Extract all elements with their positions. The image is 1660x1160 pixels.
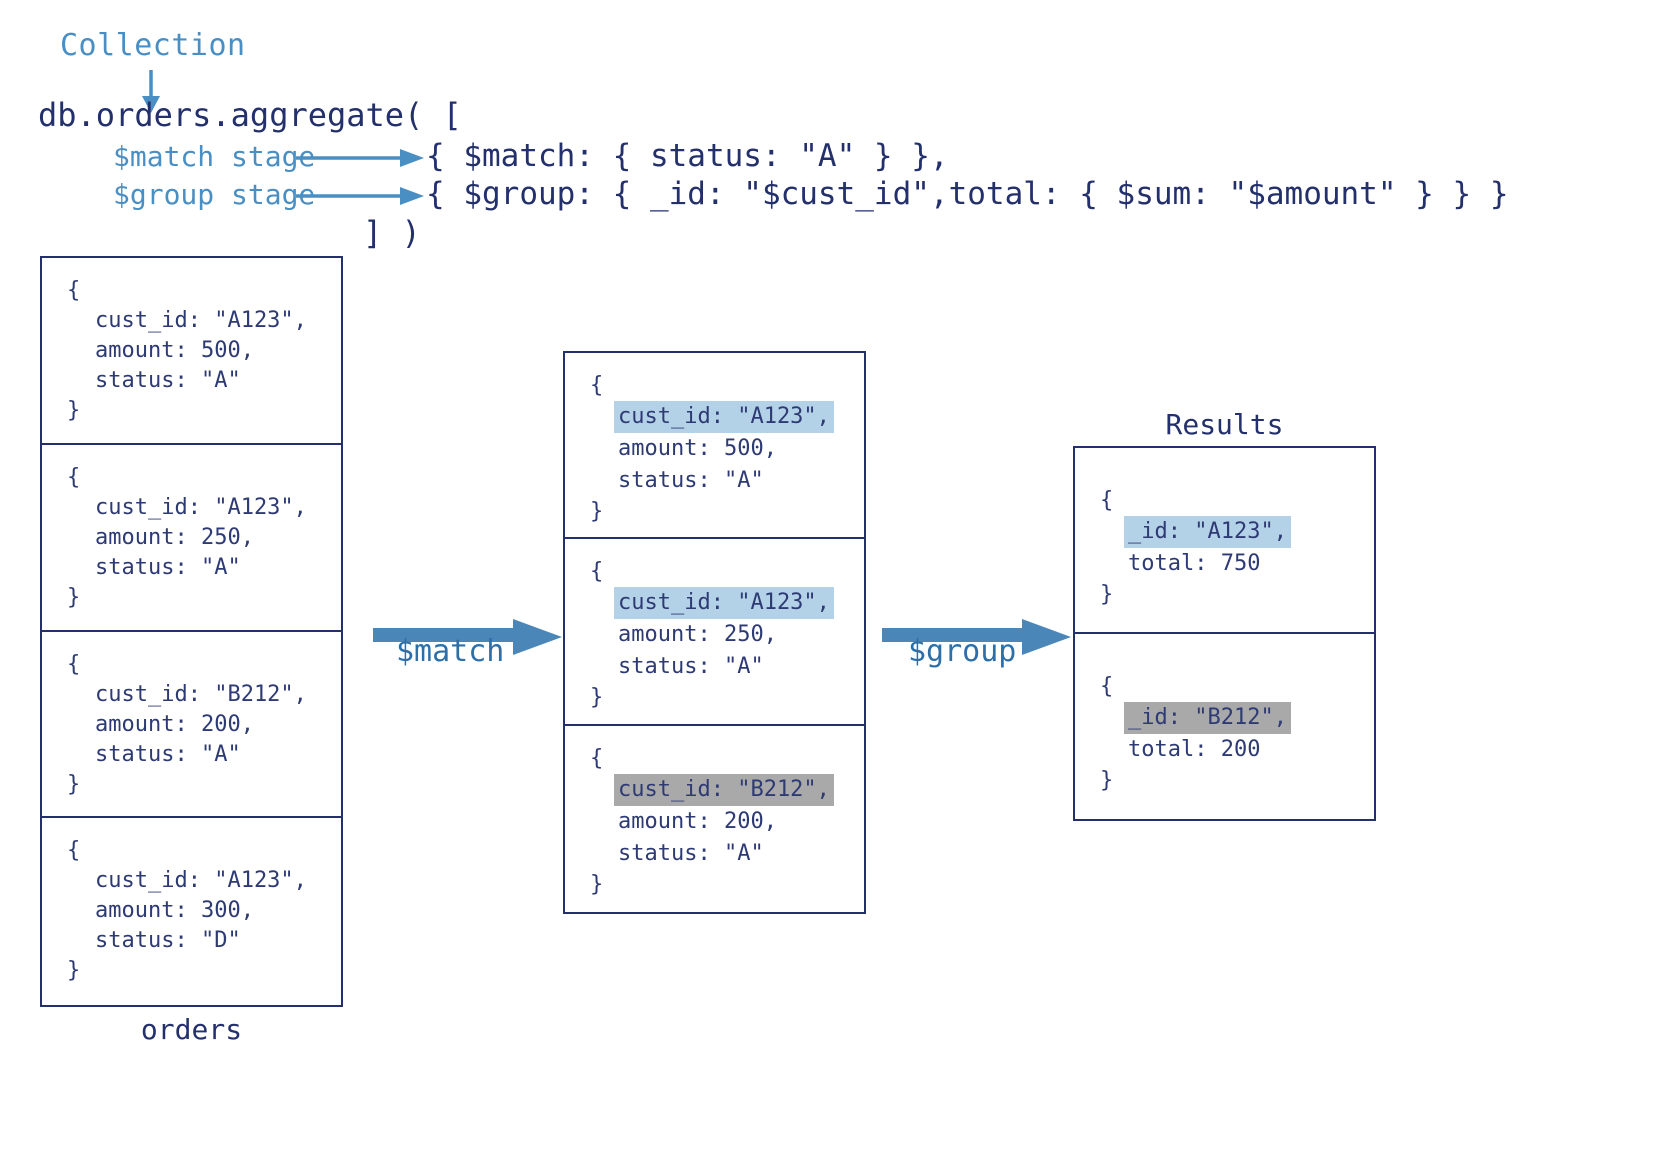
field-cust-id-highlighted: cust_id: "A123",: [614, 587, 834, 620]
group-stage-callout-label: $group stage: [113, 178, 316, 211]
orders-document: { cust_id: "A123", amount: 250, status: …: [42, 445, 341, 632]
field-cust-id: cust_id: "B212",: [95, 681, 307, 707]
code-line-closing: ] ): [363, 214, 421, 252]
orders-document: { cust_id: "B212", amount: 200, status: …: [42, 632, 341, 819]
match-stage-callout-label: $match stage: [113, 140, 316, 173]
field-status: status: "A": [95, 741, 241, 767]
field-status: status: "A": [618, 654, 764, 680]
field-id-highlighted: _id: "B212",: [1124, 701, 1291, 734]
brace-close: }: [1100, 582, 1114, 607]
result-document: { _id: "B212", total: 200 }: [1075, 634, 1374, 820]
aggregate-code-block: Collection db.orders.aggregate( [ $match…: [38, 28, 1538, 258]
group-stage-callout-arrow-icon: [296, 184, 426, 212]
match-output-document: { cust_id: "A123", amount: 500, status: …: [565, 353, 864, 540]
brace-open: {: [1100, 673, 1114, 699]
brace-open: {: [1100, 488, 1114, 513]
match-output-document: { cust_id: "B212", amount: 200, status: …: [565, 726, 864, 912]
match-arrow-label: $match: [396, 634, 505, 669]
results-box: { _id: "A123", total: 750 } { _id: "B212…: [1073, 446, 1376, 821]
field-cust-id: cust_id: "A123",: [95, 868, 307, 894]
field-status: status: "A": [95, 554, 241, 580]
field-amount: amount: 500,: [618, 436, 777, 461]
field-status: status: "D": [95, 928, 241, 954]
field-total: total: 200: [1128, 736, 1261, 762]
brace-close: }: [67, 398, 81, 423]
match-stage-callout-arrow-icon: [296, 146, 426, 174]
field-amount: amount: 500,: [95, 338, 254, 363]
brace-close: }: [590, 685, 604, 711]
brace-close: }: [590, 499, 604, 524]
orders-collection-box: { cust_id: "A123", amount: 500, status: …: [40, 256, 343, 1007]
brace-close: }: [67, 958, 81, 984]
field-cust-id: cust_id: "A123",: [95, 494, 307, 520]
result-document-json: { _id: "A123", total: 750 }: [1075, 448, 1374, 610]
collection-down-arrow-icon: [138, 70, 164, 118]
result-document-json: { _id: "B212", total: 200 }: [1075, 634, 1374, 796]
orders-document-json: { cust_id: "A123", amount: 250, status: …: [42, 445, 341, 613]
brace-open: {: [67, 838, 81, 864]
group-pipeline-arrow-icon: [882, 617, 1072, 661]
orders-box-caption: orders: [140, 1013, 243, 1046]
result-document: { _id: "A123", total: 750 }: [1075, 448, 1374, 634]
code-line-aggregate: db.orders.aggregate( [: [38, 96, 462, 134]
group-arrow-label: $group: [908, 634, 1017, 669]
results-box-caption: Results: [1165, 408, 1284, 441]
match-output-document-json: { cust_id: "A123", amount: 250, status: …: [565, 539, 864, 713]
brace-close: }: [590, 871, 604, 897]
field-status: status: "A": [95, 368, 241, 393]
brace-open: {: [67, 651, 81, 677]
brace-open: {: [590, 559, 604, 585]
brace-close: }: [1100, 767, 1114, 793]
brace-open: {: [590, 373, 604, 398]
field-cust-id: cust_id: "A123",: [95, 308, 307, 333]
orders-document-json: { cust_id: "A123", amount: 500, status: …: [42, 258, 341, 426]
brace-open: {: [67, 464, 81, 490]
brace-close: }: [67, 771, 81, 797]
brace-open: {: [67, 278, 81, 303]
orders-document: { cust_id: "A123", amount: 500, status: …: [42, 258, 341, 445]
field-status: status: "A": [618, 468, 764, 493]
field-amount: amount: 250,: [618, 622, 777, 648]
match-output-document-json: { cust_id: "B212", amount: 200, status: …: [565, 726, 864, 900]
field-cust-id-highlighted: cust_id: "B212",: [614, 773, 834, 806]
field-status: status: "A": [618, 840, 764, 866]
code-line-match-stage: { $match: { status: "A" } },: [426, 138, 949, 174]
field-id-highlighted: _id: "A123",: [1124, 516, 1291, 548]
orders-document: { cust_id: "A123", amount: 300, status: …: [42, 818, 341, 1005]
field-amount: amount: 250,: [95, 524, 254, 550]
match-output-document-json: { cust_id: "A123", amount: 500, status: …: [565, 353, 864, 527]
match-output-box: { cust_id: "A123", amount: 500, status: …: [563, 351, 866, 914]
field-amount: amount: 200,: [618, 808, 777, 834]
field-total: total: 750: [1128, 551, 1261, 576]
field-amount: amount: 300,: [95, 898, 254, 924]
match-pipeline-arrow-icon: [373, 617, 563, 661]
code-line-group-stage: { $group: { _id: "$cust_id",total: { $su…: [426, 176, 1509, 212]
orders-document-json: { cust_id: "A123", amount: 300, status: …: [42, 818, 341, 986]
match-output-document: { cust_id: "A123", amount: 250, status: …: [565, 539, 864, 726]
orders-document-json: { cust_id: "B212", amount: 200, status: …: [42, 632, 341, 800]
field-cust-id-highlighted: cust_id: "A123",: [614, 401, 834, 433]
field-amount: amount: 200,: [95, 711, 254, 737]
brace-open: {: [590, 745, 604, 771]
collection-callout-label: Collection: [60, 28, 246, 63]
brace-close: }: [67, 584, 81, 610]
